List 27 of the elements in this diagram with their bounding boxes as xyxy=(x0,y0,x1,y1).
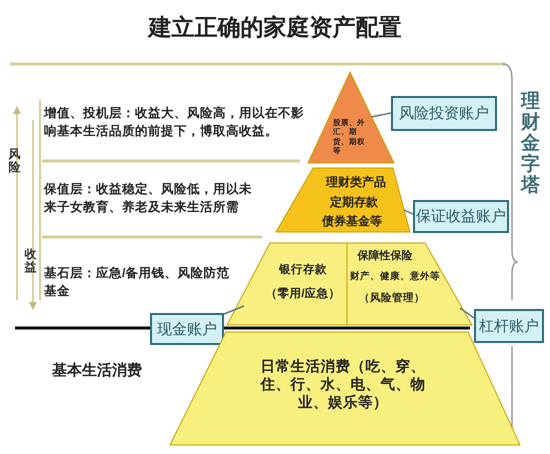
tier-text: （零用/应急） xyxy=(264,287,342,302)
title: 建立正确的家庭资产配置 xyxy=(146,13,402,42)
bracket-label: 理财金字塔 xyxy=(520,92,541,196)
tier-text: 定期存款 xyxy=(328,195,379,210)
tier-text: 日常生活消费（吃、穿、住、行、水、电、气、物业、娱乐等） xyxy=(259,358,426,412)
leader-line xyxy=(404,209,414,215)
tier-text: 银行存款 xyxy=(278,263,328,278)
account-label-box: 杠杆账户 xyxy=(474,309,544,343)
layer-description: 保值层：收益稳定、风险低，用以未来子女教育、养老及未来生活所需 xyxy=(44,181,253,216)
axis-label: 风险 xyxy=(8,148,22,174)
tier-text: 财产、健康、意外等 xyxy=(349,271,441,283)
account-label-box: 保证收益账户 xyxy=(413,200,509,233)
leader-line xyxy=(224,305,244,315)
pyramid-tier xyxy=(306,70,396,165)
leader-line xyxy=(460,307,474,319)
axis-label: 收益 xyxy=(24,248,38,274)
tier-text: 理财类产品 xyxy=(324,175,387,190)
layer-description: 增值、投机层：收益大、风险高，用以在不影响基本生活品质的前提下，博取高收益。 xyxy=(44,105,305,140)
account-label-box: 风险投资账户 xyxy=(391,96,497,131)
tier-text: 债券基金等 xyxy=(320,214,383,229)
baseline-label: 基本生活消费 xyxy=(52,361,143,381)
layer-description: 基石层：应急/备用钱、风险防范基金 xyxy=(44,265,230,300)
account-label-box: 现金账户 xyxy=(150,313,224,345)
pyramid-tier xyxy=(346,241,474,327)
tier-text: （风险管理） xyxy=(358,292,426,306)
tier-text: 保障性保险 xyxy=(356,250,414,264)
leader-line xyxy=(370,112,392,118)
